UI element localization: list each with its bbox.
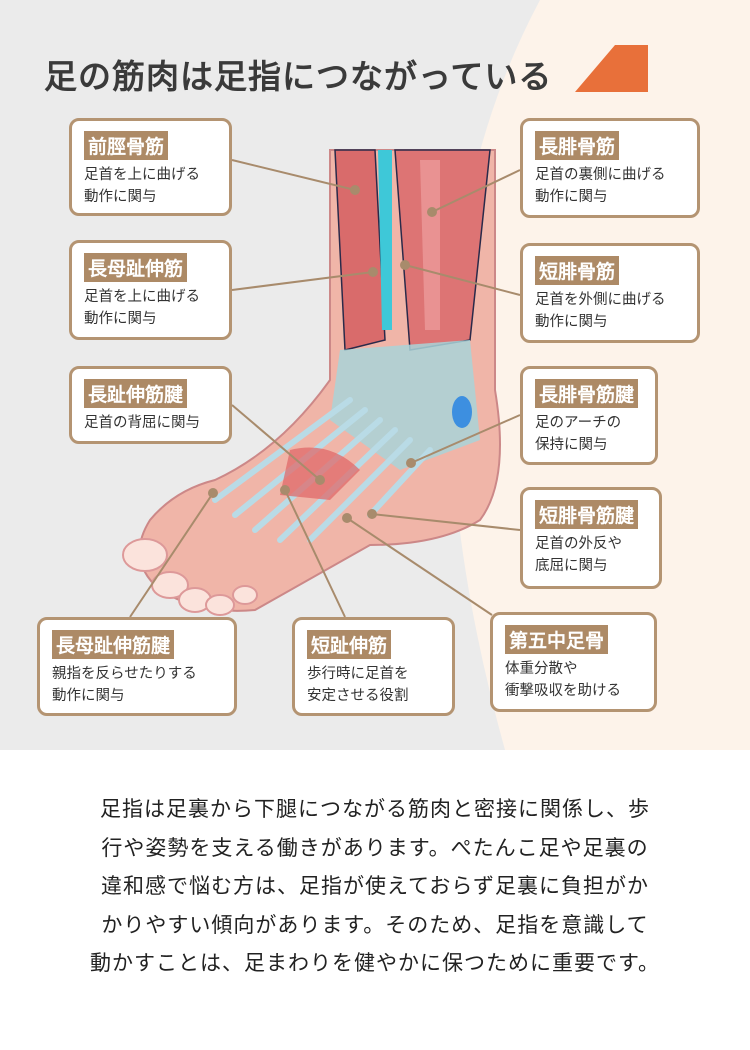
label-fifth-metatarsal: 第五中足骨体重分散や 衝撃吸収を助ける <box>490 612 657 712</box>
label-extensor-digitorum-longus-tendon: 長趾伸筋腱足首の背屈に関与 <box>69 366 232 444</box>
label-desc: 足首を外側に曲げる 動作に関与 <box>535 292 666 330</box>
label-peroneus-longus: 長腓骨筋足首の裏側に曲げる 動作に関与 <box>520 118 700 218</box>
label-name: 短腓骨筋 <box>535 256 620 285</box>
toes <box>122 538 258 616</box>
label-desc: 足のアーチの 保持に関与 <box>535 415 622 453</box>
label-name: 前脛骨筋 <box>84 131 169 160</box>
label-peroneus-brevis: 短腓骨筋足首を外側に曲げる 動作に関与 <box>520 243 700 343</box>
label-tibialis-anterior: 前脛骨筋足首を上に曲げる 動作に関与 <box>69 118 232 216</box>
label-desc: 足首の裏側に曲げる 動作に関与 <box>535 167 666 205</box>
label-name: 長母趾伸筋腱 <box>52 630 175 659</box>
label-name: 第五中足骨 <box>505 625 609 654</box>
label-extensor-hallucis-longus: 長母趾伸筋足首を上に曲げる 動作に関与 <box>69 240 232 340</box>
label-desc: 体重分散や 衝撃吸収を助ける <box>505 661 621 699</box>
leg-muscles <box>334 149 491 351</box>
leader-lines <box>129 159 521 618</box>
body-text: 足指は足裏から下腿につながる筋肉と密接に関係し、歩 行や姿勢を支える働きがありま… <box>90 797 660 975</box>
illustration-area: 足の筋肉は足指につながっている 前脛骨筋足首を上に曲げる 動作に関与 長母趾伸筋… <box>0 0 750 750</box>
label-name: 短趾伸筋 <box>307 630 392 659</box>
label-name: 短腓骨筋腱 <box>535 500 639 529</box>
label-desc: 足首を上に曲げる 動作に関与 <box>84 289 200 327</box>
label-peroneus-longus-tendon: 長腓骨筋腱足のアーチの 保持に関与 <box>520 366 658 465</box>
label-peroneus-brevis-tendon: 短腓骨筋腱足首の外反や 底屈に関与 <box>520 487 662 589</box>
page-title: 足の筋肉は足指につながっている <box>44 57 553 96</box>
label-extensor-hallucis-longus-tendon: 長母趾伸筋腱親指を反らせたりする 動作に関与 <box>37 617 237 716</box>
label-name: 長腓骨筋 <box>535 131 620 160</box>
label-desc: 足首の外反や 底屈に関与 <box>535 536 622 574</box>
label-extensor-digitorum-brevis: 短趾伸筋歩行時に足首を 安定させる役割 <box>292 617 455 716</box>
label-name: 長母趾伸筋 <box>84 253 188 282</box>
label-desc: 歩行時に足首を 安定させる役割 <box>307 666 409 704</box>
label-name: 長趾伸筋腱 <box>84 379 188 408</box>
label-desc: 足首を上に曲げる 動作に関与 <box>84 167 200 205</box>
label-name: 長腓骨筋腱 <box>535 379 639 408</box>
title-accent-triangle <box>575 45 648 92</box>
label-desc: 親指を反らせたりする 動作に関与 <box>52 666 197 704</box>
label-desc: 足首の背屈に関与 <box>84 415 200 431</box>
